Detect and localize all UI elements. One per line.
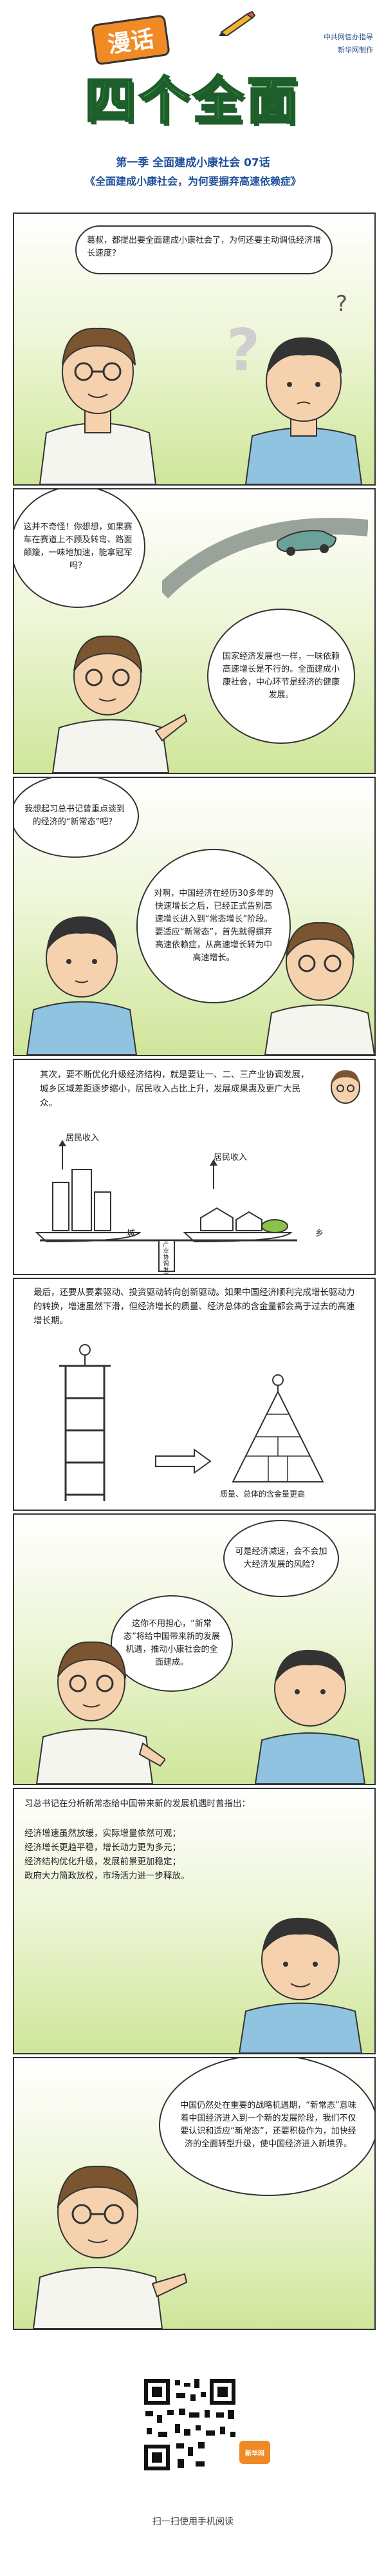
panel-7-list: 经济增速虽然放缓，实际增量依然可观； 经济增长更趋平稳，增长动力更为多元； 经济…: [24, 1826, 243, 1883]
old-man-explaining-figure: [32, 2165, 188, 2329]
panel-5-text: 最后，还要从要素驱动、投资驱动转向创新驱动。如果中国经济顺利完成增长驱动力的转换…: [33, 1287, 355, 1326]
rural-label: 乡: [315, 1229, 324, 1238]
logo-top-text: 漫话: [106, 26, 156, 59]
episode-label: 第一季 全面建成小康社会 07话: [116, 156, 270, 169]
panel-7-intro: 习总书记在分析新常态给中国带来新的发展机遇时曾指出：: [24, 1799, 250, 1809]
pencil-icon: [219, 10, 256, 36]
logo-badge: 漫话: [91, 14, 170, 66]
speech-bubble-3a: 我想起习总书记曾重点谈到的经济的“新常态”吧？: [14, 778, 139, 858]
qr-code[interactable]: [142, 2376, 238, 2473]
rural-income-label: 居民收入: [214, 1153, 248, 1162]
question-mark-icon: ?: [226, 317, 261, 384]
panel-8: 中国仍然处在重要的战略机遇期，“新常态”意味着中国经济进入到一个新的发展阶段，我…: [13, 2057, 376, 2330]
credit: 中共网信办指导 新华网制作: [277, 31, 373, 57]
old-man-figure-3: [264, 922, 374, 1055]
panel-4: 其次，要不断优化升级经济结构，就是要让一、二、三产业协调发展，城乡区域差距逐步缩…: [13, 1059, 376, 1275]
header: 漫话 四个全面 中共网信办指导 新华网制作 第一季 全面建成小康社会 07话 《…: [0, 0, 386, 213]
race-car-illustration: [162, 518, 368, 599]
panel-4-text: 其次，要不断优化升级经济结构，就是要让一、二、三产业协调发展，城乡区域差距逐步缩…: [40, 1070, 309, 1108]
list-item: 经济结构优化升级，发展前景更加稳定；: [24, 1857, 181, 1867]
list-item: 经济增长更趋平稳，增长动力更为多元；: [24, 1842, 181, 1853]
speech-bubble-2a: 这并不奇怪！你想想，如果赛车在赛道上不顾及转弯、路面颠簸，一味地加速，能拿冠军吗…: [14, 489, 145, 608]
panel-5-caption: 质量、总体的含金量更高: [220, 1490, 306, 1499]
old-man-figure: [39, 327, 157, 484]
panel-7: 习总书记在分析新常态给中国带来新的发展机遇时曾指出： 经济增速虽然放缓，实际增量…: [13, 1788, 376, 2054]
ladder-to-pyramid-illustration: [59, 1344, 324, 1501]
old-man-avatar: [331, 1070, 360, 1104]
panel-1: 葛叔，都提出要全面建成小康社会了，为何还要主动调低经济增长速度？ ? ?: [13, 213, 376, 486]
speech-bubble-1: 葛叔，都提出要全面建成小康社会了，为何还要主动调低经济增长速度？: [75, 225, 333, 274]
old-man-pointing-figure: [51, 635, 188, 773]
young-man-thinking-figure: [26, 916, 138, 1055]
old-man-gesturing-figure: [35, 1641, 165, 1784]
credit-line-2: 新华网制作: [338, 46, 373, 54]
panel-6: 可是经济减速，会不会加大经济发展的风险？ 这你不用担心，“新常态”将给中国带来新…: [13, 1513, 376, 1785]
logo-main: 四个全面: [64, 61, 322, 132]
balance-scale-illustration: [35, 1140, 297, 1272]
small-question-mark-icon: ?: [336, 291, 348, 317]
brand-badge: 新华网: [239, 2441, 270, 2464]
panel-5: 最后，还要从要素驱动、投资驱动转向创新驱动。如果中国经济顺利完成增长驱动力的转换…: [13, 1278, 376, 1511]
young-man-figure-6: [254, 1649, 366, 1784]
pillar-label: 产业协调发展: [163, 1242, 169, 1274]
speech-bubble-6a: 可是经济减速，会不会加大经济发展的风险？: [223, 1520, 339, 1597]
episode-title: 《全面建成小康社会，为何要摒弃高速依赖症》: [84, 175, 301, 187]
city-label: 城: [127, 1229, 136, 1238]
brand-badge-text: 新华网: [245, 2450, 264, 2458]
credit-line-1: 中共网信办指导: [324, 33, 373, 41]
qr-caption: 扫一扫使用手机阅读: [152, 2517, 234, 2527]
logo-main-text: 四个全面: [84, 71, 301, 131]
panel-3: 我想起习总书记曾重点谈到的经济的“新常态”吧？ 对啊，中国经济在经历30多年的快…: [13, 777, 376, 1056]
young-man-figure: [244, 337, 363, 484]
list-item: 经济增速虽然放缓，实际增量依然可观；: [24, 1828, 181, 1839]
young-man-figure-7: [238, 1917, 363, 2053]
speech-bubble-8: 中国仍然处在重要的战略机遇期，“新常态”意味着中国经济进入到一个新的发展阶段，我…: [159, 2058, 374, 2196]
list-item: 政府大力简政放权，市场活力进一步释放。: [24, 1871, 190, 1881]
city-income-label: 居民收入: [66, 1133, 100, 1143]
qr-code-icon: [142, 2376, 238, 2473]
speech-bubble-6b: 这你不用担心，“新常态”将给中国带来新的发展机遇，推动小康社会的全面建成。: [111, 1595, 233, 1692]
speech-bubble-2b: 国家经济发展也一样，一味依赖高速增长是不行的。全面建成小康社会，中心环节是经济的…: [207, 609, 355, 744]
panel-2: 这并不奇怪！你想想，如果赛车在赛道上不顾及转弯、路面颠簸，一味地加速，能拿冠军吗…: [13, 488, 376, 774]
speech-bubble-3b: 对啊，中国经济在经历30多年的快速增长之后，已经正式告别高速增长进入到“常态增长…: [136, 849, 291, 1003]
